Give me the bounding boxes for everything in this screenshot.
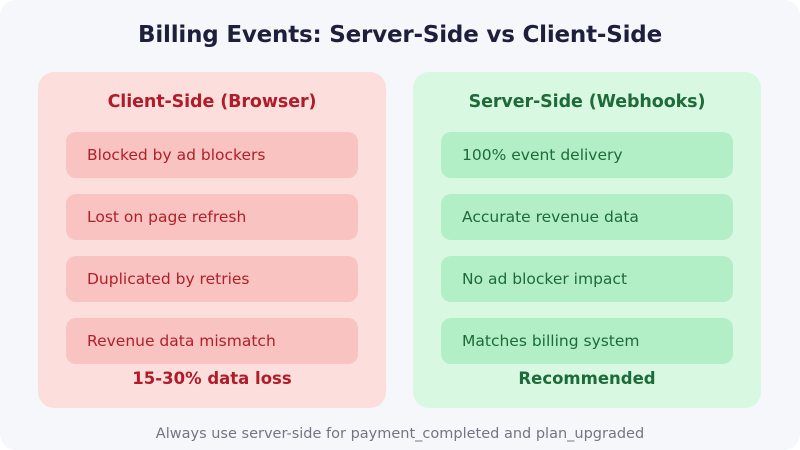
- list-item: No ad blocker impact: [441, 256, 733, 302]
- panel-server-side-item-list: 100% event delivery Accurate revenue dat…: [441, 132, 733, 364]
- list-item: 100% event delivery: [441, 132, 733, 178]
- panel-client-side: Client-Side (Browser) Blocked by ad bloc…: [38, 72, 386, 408]
- list-item: Revenue data mismatch: [66, 318, 358, 364]
- list-item: Lost on page refresh: [66, 194, 358, 240]
- list-item: Duplicated by retries: [66, 256, 358, 302]
- panel-client-side-header: Client-Side (Browser): [107, 92, 317, 112]
- footnote: Always use server-side for payment_compl…: [155, 426, 645, 442]
- list-item: Accurate revenue data: [441, 194, 733, 240]
- page-title: Billing Events: Server-Side vs Client-Si…: [138, 22, 662, 48]
- panel-server-side: Server-Side (Webhooks) 100% event delive…: [413, 72, 761, 408]
- panel-server-side-header: Server-Side (Webhooks): [468, 92, 706, 112]
- list-item: Blocked by ad blockers: [66, 132, 358, 178]
- list-item: Matches billing system: [441, 318, 733, 364]
- panel-client-side-item-list: Blocked by ad blockers Lost on page refr…: [66, 132, 358, 364]
- panel-client-side-verdict: 15-30% data loss: [132, 369, 292, 388]
- panel-server-side-verdict: Recommended: [518, 369, 656, 388]
